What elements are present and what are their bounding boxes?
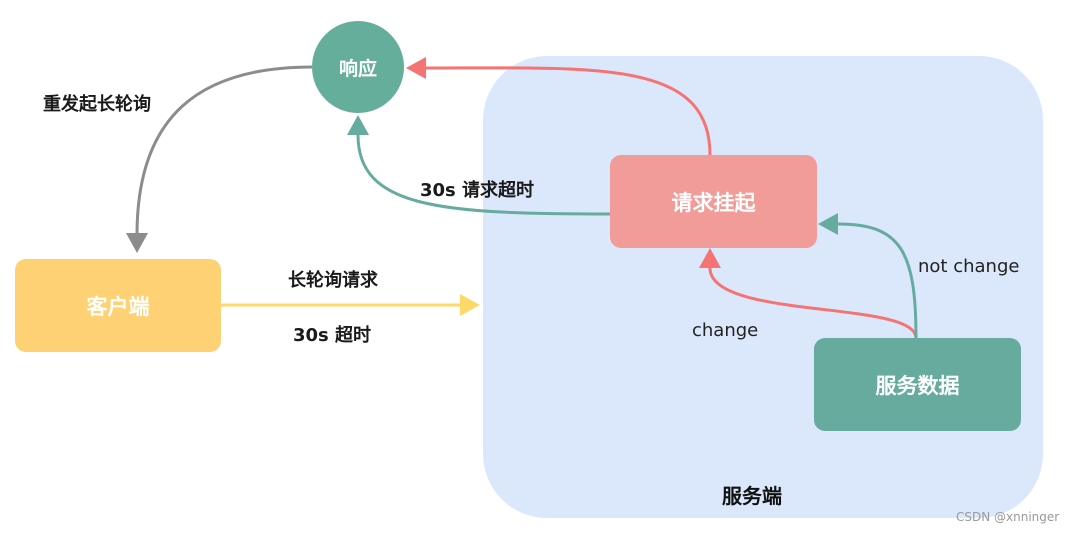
retry-arrowhead bbox=[126, 233, 148, 253]
change-label: change bbox=[692, 320, 759, 341]
timeout-to-response-arrowhead bbox=[347, 115, 369, 135]
response-node: 响应 bbox=[312, 21, 404, 113]
watermark: CSDN @xnninger bbox=[956, 510, 1060, 524]
retry-arrow bbox=[135, 65, 313, 236]
change-arrow bbox=[708, 267, 918, 339]
client-node: 客户端 bbox=[15, 259, 221, 352]
retry-long-poll-label: 重发起长轮询 bbox=[43, 94, 151, 115]
service-data-node: 服务数据 bbox=[814, 338, 1021, 431]
suspend-to-response-arrowhead bbox=[406, 57, 426, 79]
not-change-label: not change bbox=[918, 256, 1020, 277]
timeout-30s-label: 30s 超时 bbox=[293, 325, 372, 346]
long-poll-request-label: 长轮询请求 bbox=[288, 270, 378, 291]
long-poll-arrowhead bbox=[460, 294, 480, 316]
not-change-arrow bbox=[837, 222, 918, 339]
request-timeout-label: 30s 请求超时 bbox=[420, 180, 535, 201]
server-container bbox=[483, 56, 1043, 518]
suspend-to-response-arrow bbox=[425, 66, 712, 156]
request-suspend-node: 请求挂起 bbox=[610, 155, 817, 248]
change-arrowhead bbox=[699, 248, 721, 268]
timeout-to-response-arrow bbox=[356, 134, 611, 216]
server-label: 服务端 bbox=[722, 484, 782, 508]
not-change-arrowhead bbox=[818, 213, 838, 235]
